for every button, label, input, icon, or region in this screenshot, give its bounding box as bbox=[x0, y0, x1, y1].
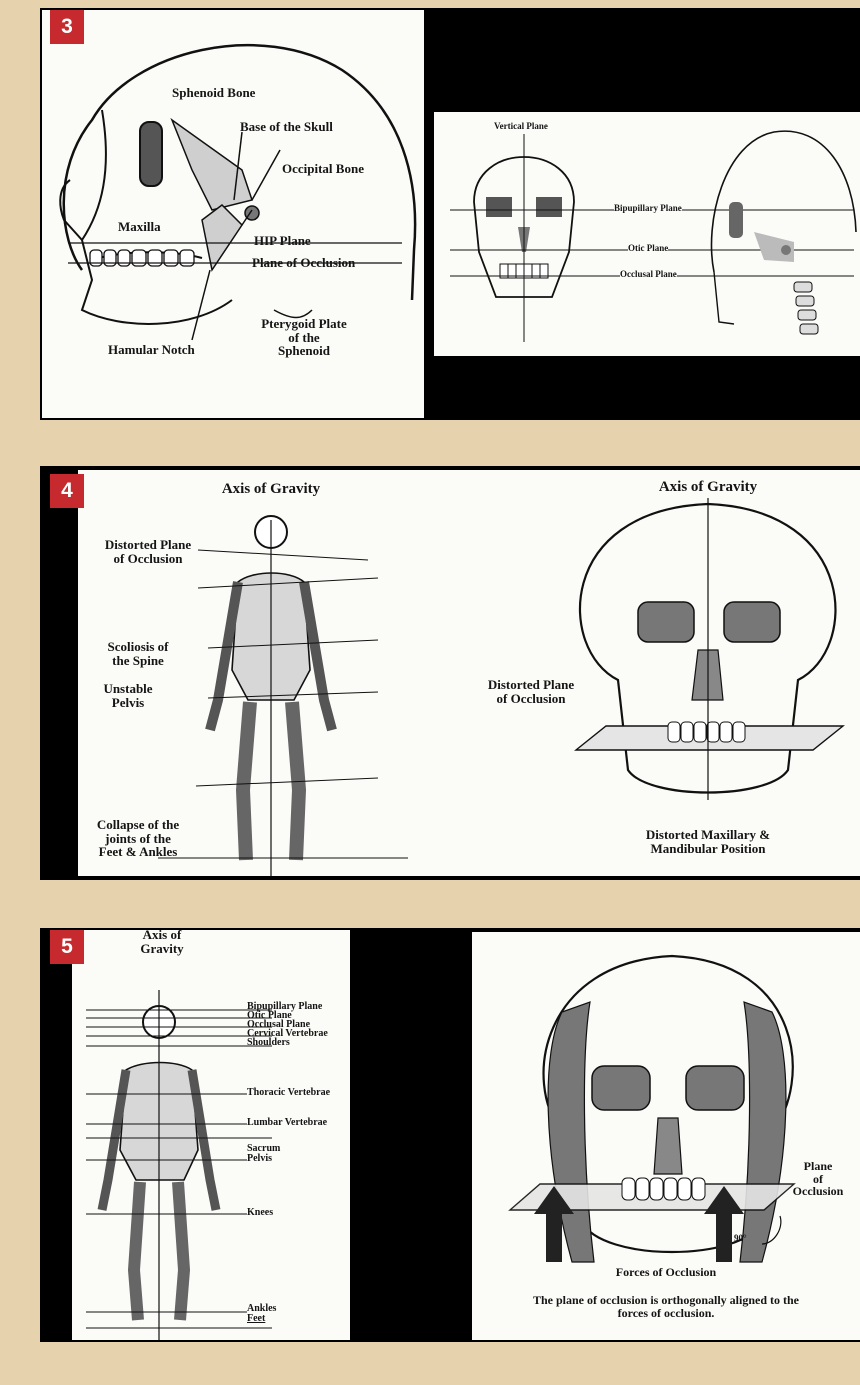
figure-4-image: Axis of Gravity Distorted Plane of Occlu… bbox=[78, 470, 860, 876]
figure-5-panel: Axis of Gravity Bipupillary Plane Otic P… bbox=[40, 928, 860, 1342]
skull-lateral-diagram bbox=[42, 10, 424, 418]
label-collapse-line2: joints of the bbox=[78, 832, 198, 846]
label-unstable-pelvis: Unstable Pelvis bbox=[78, 682, 178, 709]
label-pelvis: Pelvis bbox=[247, 1154, 280, 1164]
label-distorted-plane-left-line1: Distorted Plane bbox=[78, 538, 218, 552]
label-angle: 90° bbox=[734, 1234, 747, 1243]
label-sphenoid-bone: Sphenoid Bone bbox=[172, 86, 255, 100]
label-pterygoid-line1: Pterygoid Plate bbox=[244, 317, 364, 331]
label-feet: Feet bbox=[247, 1314, 276, 1324]
label-distorted-position-line2: Mandibular Position bbox=[608, 842, 808, 856]
label-plane-line1: Plane bbox=[780, 1160, 856, 1173]
skull-planes-diagram bbox=[434, 112, 860, 356]
label-plane-list: Bipupillary Plane Otic Plane Occlusal Pl… bbox=[247, 1002, 328, 1047]
label-lumbar: Lumbar Vertebrae bbox=[247, 1118, 327, 1129]
label-distorted-plane-left: Distorted Plane of Occlusion bbox=[78, 538, 218, 565]
label-caption: The plane of occlusion is orthogonally a… bbox=[472, 1294, 860, 1319]
label-bipupillary-plane: Bipupillary Plane bbox=[614, 204, 682, 213]
label-unstable-line2: Pelvis bbox=[78, 696, 178, 710]
label-vertical-plane: Vertical Plane bbox=[494, 122, 548, 131]
label-hip-plane: HIP Plane bbox=[254, 234, 311, 248]
label-distorted-position-line1: Distorted Maxillary & bbox=[608, 828, 808, 842]
label-distorted-plane-right-line1: Distorted Plane bbox=[466, 678, 596, 692]
label-caption-line2: forces of occlusion. bbox=[472, 1307, 860, 1320]
figure-5-left-image: Axis of Gravity Bipupillary Plane Otic P… bbox=[72, 930, 350, 1340]
figure-3-panel: Sphenoid Bone Base of the Skull Occipita… bbox=[40, 8, 860, 420]
label-axis-of-gravity-left: Axis of Gravity bbox=[216, 482, 326, 498]
label-ankles-feet: Ankles Feet bbox=[247, 1304, 276, 1324]
label-thoracic: Thoracic Vertebrae bbox=[247, 1088, 330, 1099]
label-base-of-skull: Base of the Skull bbox=[240, 120, 333, 134]
label-pterygoid-line3: Sphenoid bbox=[244, 344, 364, 358]
label-maxilla: Maxilla bbox=[118, 220, 161, 234]
label-scoliosis-line2: the Spine bbox=[78, 654, 198, 668]
label-distorted-position: Distorted Maxillary & Mandibular Positio… bbox=[608, 828, 808, 855]
label-otic-plane: Otic Plane bbox=[628, 244, 668, 253]
label-scoliosis-line1: Scoliosis of bbox=[78, 640, 198, 654]
label-unstable-line1: Unstable bbox=[78, 682, 178, 696]
label-plane-line3: Occlusion bbox=[780, 1185, 856, 1198]
label-collapse-line3: Feet & Ankles bbox=[78, 845, 198, 859]
label-distorted-plane-right: Distorted Plane of Occlusion bbox=[466, 678, 596, 705]
posture-skull-diagram bbox=[78, 470, 860, 876]
figure-3-number-badge: 3 bbox=[50, 10, 84, 44]
label-scoliosis: Scoliosis of the Spine bbox=[78, 640, 198, 667]
figure-3-right-image: Vertical Plane Bipupillary Plane Otic Pl… bbox=[434, 112, 860, 356]
label-axis-of-gravity-5: Axis of Gravity bbox=[122, 930, 202, 955]
label-occlusal-plane: Occlusal Plane bbox=[620, 270, 677, 279]
skeleton-planes-diagram bbox=[72, 930, 350, 1340]
label-forces-of-occlusion: Forces of Occlusion bbox=[566, 1266, 766, 1279]
figure-4-panel: Axis of Gravity Distorted Plane of Occlu… bbox=[40, 466, 860, 880]
label-shoulders: Shoulders bbox=[247, 1038, 328, 1047]
label-axis-line1: Axis of bbox=[122, 930, 202, 942]
figure-5-right-image: Plane of Occlusion 90° Forces of Occlusi… bbox=[472, 932, 860, 1340]
label-pterygoid-plate: Pterygoid Plate of the Sphenoid bbox=[244, 317, 364, 358]
label-axis-of-gravity-right: Axis of Gravity bbox=[648, 480, 768, 496]
figure-4-number-badge: 4 bbox=[50, 474, 84, 508]
label-pterygoid-line2: of the bbox=[244, 331, 364, 345]
label-distorted-plane-left-line2: of Occlusion bbox=[78, 552, 218, 566]
figure-5-number-badge: 5 bbox=[50, 930, 84, 964]
label-hamular-notch: Hamular Notch bbox=[108, 343, 195, 357]
figure-3-left-image: Sphenoid Bone Base of the Skull Occipita… bbox=[42, 10, 424, 418]
label-axis-line2: Gravity bbox=[122, 942, 202, 956]
label-sacrum-pelvis: Sacrum Pelvis bbox=[247, 1144, 280, 1164]
label-collapse-feet: Collapse of the joints of the Feet & Ank… bbox=[78, 818, 198, 859]
label-collapse-line1: Collapse of the bbox=[78, 818, 198, 832]
label-occipital-bone: Occipital Bone bbox=[282, 162, 364, 176]
label-knees: Knees bbox=[247, 1208, 273, 1219]
label-plane-of-occlusion: Plane of Occlusion bbox=[252, 256, 355, 270]
label-distorted-plane-right-line2: of Occlusion bbox=[466, 692, 596, 706]
label-plane-of-occlusion-5: Plane of Occlusion bbox=[780, 1160, 856, 1198]
label-caption-line1: The plane of occlusion is orthogonally a… bbox=[472, 1294, 860, 1307]
